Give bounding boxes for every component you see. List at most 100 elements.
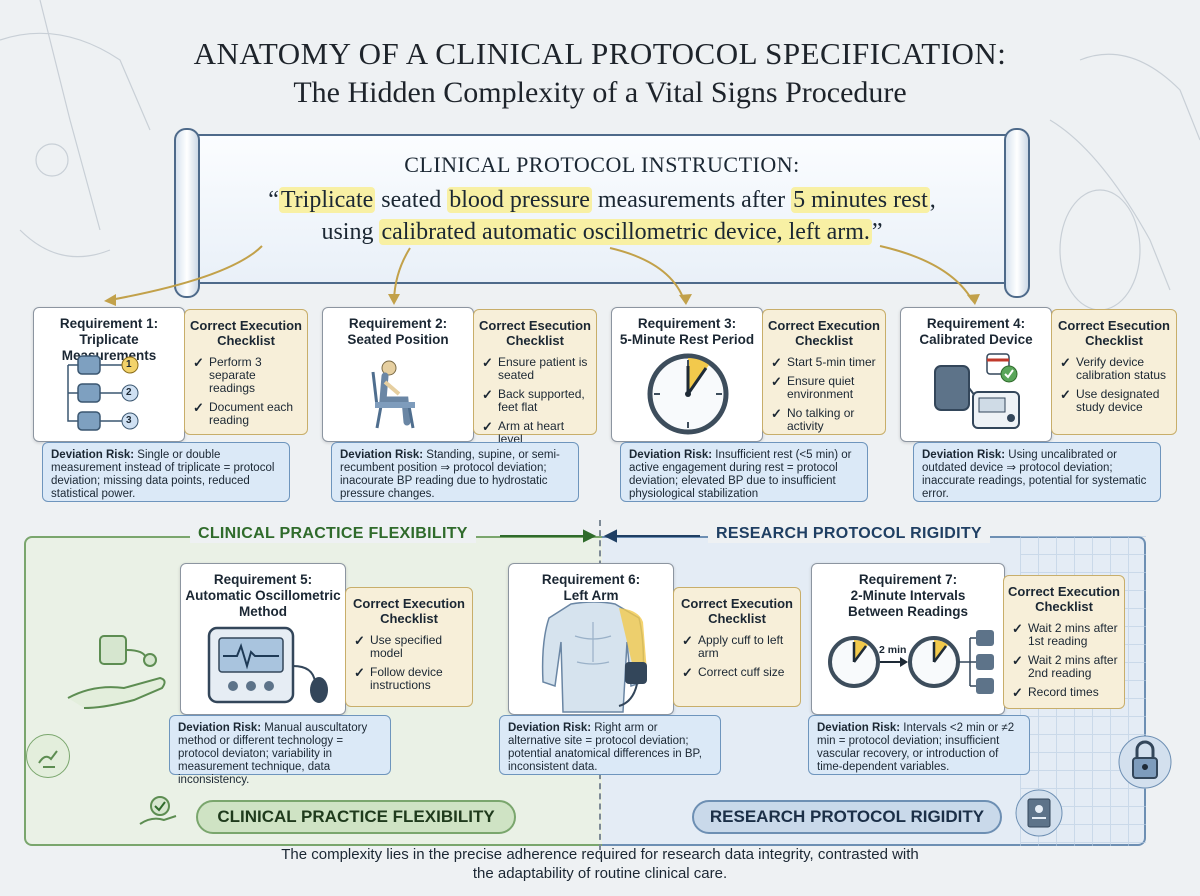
checklist-title: Correct Execution Checklist xyxy=(1008,584,1120,614)
deviation-risk-3: Deviation Risk: Insufficient rest (<5 mi… xyxy=(620,442,868,502)
deviation-label: Deviation Risk: xyxy=(340,449,424,461)
deviation-risk-6: Deviation Risk: Right arm or alternative… xyxy=(499,715,721,775)
checklist-item: No talking or activity xyxy=(771,407,879,433)
deviation-text: Single or double measurement instead of … xyxy=(51,449,275,500)
requirement-card-3: Requirement 3: 5-Minute Rest Period xyxy=(611,307,763,442)
instruction-heading: CLINICAL PROTOCOL INSTRUCTION: xyxy=(404,152,800,177)
checklist-2: Correct Esecution Checklist Ensure patie… xyxy=(473,309,597,446)
checklist-title: Correct Execution Checklist xyxy=(768,318,880,348)
page-title: ANATOMY OF A CLINICAL PROTOCOL SPECIFICA… xyxy=(193,36,1007,71)
text-comma: , xyxy=(929,187,936,213)
highlight-blood-pressure: blood pressure xyxy=(447,187,592,213)
badge-2: 2 xyxy=(126,387,132,398)
checklist-item: Back supported, feet flat xyxy=(482,388,590,414)
deviation-text: Manual auscultatory method or different … xyxy=(178,722,368,786)
deviation-risk-5: Deviation Risk: Manual auscultatory meth… xyxy=(169,715,391,786)
checklist-item: Wait 2 mins after 2nd reading xyxy=(1012,654,1118,680)
requirement-card-5: Requirement 5: Automatic Oscillometric M… xyxy=(180,563,346,715)
deviation-label: Deviation Risk: xyxy=(51,449,135,461)
checklist-4: Correct Esecution Checklist Verify devic… xyxy=(1051,309,1177,435)
text-using: using xyxy=(321,219,380,245)
checklist-title: Correct Esecution Checklist xyxy=(479,318,591,348)
deviation-text: Standing, supine, or semi-recumbent posi… xyxy=(340,449,560,500)
quote-open: “ xyxy=(268,187,279,213)
flexibility-label-top: CLINICAL PRACTICE FLEXIBILITY xyxy=(190,525,476,543)
deviation-risk-7: Deviation Risk: Intervals <2 min or ≠2 m… xyxy=(808,715,1030,775)
checklist-item: Correct cuff size xyxy=(682,666,794,680)
interval-clocks-icon xyxy=(828,630,994,694)
checklist-item: Perform 3 separate readings xyxy=(193,356,301,395)
protocol-book-icon xyxy=(1014,788,1064,838)
deviation-label: Deviation Risk: xyxy=(629,449,713,461)
hand-with-cuff-icon xyxy=(67,635,166,709)
checklist-title: Correct Esecution Checklist xyxy=(1058,318,1170,348)
rigidity-label-bottom: RESEARCH PROTOCOL RIGIDITY xyxy=(692,800,1002,834)
flexibility-label-bottom: CLINICAL PRACTICE FLEXIBILITY xyxy=(196,800,516,834)
checklist-item: Follow device instructions xyxy=(354,666,466,692)
badge-3: 3 xyxy=(126,415,132,426)
footer-caption: The complexity lies in the precise adher… xyxy=(0,845,1200,883)
instruction-text: “Triplicate seated blood pressure measur… xyxy=(196,184,1008,248)
checklist-title: Correct Execution Checklist xyxy=(190,318,302,348)
seated-person-icon xyxy=(371,360,415,429)
deviation-text: Intervals <2 min or ≠2 min = protocol de… xyxy=(817,722,1015,773)
checklist-5: Correct Execution Checklist Use specifie… xyxy=(345,587,473,707)
checklist-6: Correct Execution Checklist Apply cuff t… xyxy=(673,587,801,707)
rigidity-label-top: RESEARCH PROTOCOL RIGIDITY xyxy=(708,525,990,543)
oscillometric-monitor-icon xyxy=(207,626,328,704)
scroll-right-roll xyxy=(1004,128,1030,298)
requirement-title: Requirement 7: 2-Minute Intervals Betwee… xyxy=(847,572,969,619)
deviation-risk-2: Deviation Risk: Standing, supine, or sem… xyxy=(331,442,579,502)
instruction-scroll xyxy=(174,128,1030,298)
deviation-label: Deviation Risk: xyxy=(922,449,1006,461)
interval-label: 2 min xyxy=(879,644,907,656)
hand-gesture-icon xyxy=(26,734,70,778)
torso-left-arm-icon xyxy=(541,602,647,713)
badge-1: 1 xyxy=(126,359,132,370)
requirement-card-7: Requirement 7: 2-Minute Intervals Betwee… xyxy=(811,563,1005,715)
checklist-title: Correct Execution Checklist xyxy=(681,596,793,626)
checklist-item: Wait 2 mins after 1st reading xyxy=(1012,622,1118,648)
checklist-item: Start 5-min timer xyxy=(771,356,879,370)
scroll-arrows xyxy=(104,245,980,306)
checklist-item: Document each reading xyxy=(193,401,301,427)
lock-icon xyxy=(1118,730,1172,790)
requirement-title: Requirement 3: 5-Minute Rest Period xyxy=(619,316,755,347)
deviation-risk-4: Deviation Risk: Using uncalibrated or ou… xyxy=(913,442,1161,502)
requirement-card-1: Requirement 1: Triplicate Measurements 1… xyxy=(33,307,185,442)
checklist-item: Record times xyxy=(1012,686,1118,700)
checklist-item: Arm at heart level xyxy=(482,420,590,446)
highlight-five-minutes: 5 minutes rest xyxy=(791,187,930,213)
checklist-1: Correct Execution Checklist Perform 3 se… xyxy=(184,309,308,435)
checklist-7: Correct Execution Checklist Wait 2 mins … xyxy=(1003,575,1125,709)
highlight-device-left-arm: calibrated automatic oscillometric devic… xyxy=(379,219,872,245)
deviation-label: Deviation Risk: xyxy=(178,722,262,734)
requirement-card-6: Requirement 6: Left Arm xyxy=(508,563,674,715)
checklist-item: Verify device calibration status xyxy=(1060,356,1170,382)
bp-device-icon xyxy=(934,353,1020,429)
checklist-item: Apply cuff to left arm xyxy=(682,634,794,660)
scroll-left-roll xyxy=(174,128,200,298)
requirement-title: Requirement 4: Calibrated Device xyxy=(919,316,1033,347)
highlight-triplicate: Triplicate xyxy=(278,187,376,213)
deviation-label: Deviation Risk: xyxy=(508,722,592,734)
deviation-label: Deviation Risk: xyxy=(817,722,901,734)
checklist-item: Ensure quiet environment xyxy=(771,375,879,401)
deviation-text: Insufficient rest (<5 min) or active eng… xyxy=(629,449,852,500)
triplicate-icon xyxy=(67,355,139,431)
checklist-title: Correct Execution Checklist xyxy=(353,596,465,626)
footer-line-1: The complexity lies in the precise adher… xyxy=(281,846,919,863)
care-check-icon xyxy=(136,790,180,834)
checklist-item: Use designated study device xyxy=(1060,388,1170,414)
page-subtitle: The Hidden Complexity of a Vital Signs P… xyxy=(293,76,907,109)
deviation-text: Right arm or alternative site = protocol… xyxy=(508,722,702,773)
checklist-item: Use specified model xyxy=(354,634,466,660)
requirement-title: Requirement 5: Automatic Oscillometric M… xyxy=(185,572,341,619)
checklist-3: Correct Execution Checklist Start 5-min … xyxy=(762,309,886,435)
requirement-title: Requirement 2: Seated Position xyxy=(347,316,449,347)
footer-line-2: the adaptability of routine clinical car… xyxy=(472,865,728,882)
checklist-item: Ensure patient is seated xyxy=(482,356,590,382)
clock-icon xyxy=(647,353,729,435)
deviation-text: Using uncalibrated or outdated device ⇒ … xyxy=(922,449,1147,500)
